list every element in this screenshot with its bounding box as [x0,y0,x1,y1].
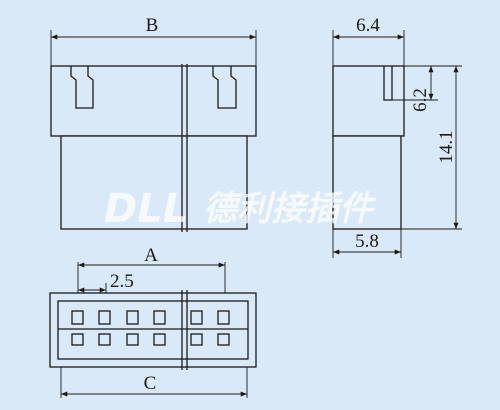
side-view: 6.4 6.2 14.1 5.8 [332,15,462,258]
pin-cavity [71,333,84,346]
side-upper-housing [332,65,405,137]
pin-cavity [98,310,111,325]
watermark-latin: DLL [104,186,188,232]
latch-slot-right [212,66,237,109]
pin-cavity [153,333,166,346]
dim-label-62: 6.2 [410,88,431,112]
watermark: DLL 德利接插件 [104,186,377,232]
dim-label-b: B [146,15,159,36]
pin-cavity [190,333,203,346]
front-upper-housing [50,65,257,137]
pin-cavity [190,310,203,325]
pin-cavity [153,310,166,325]
bottom-housing-outline [49,292,257,368]
front-view: B [50,15,257,232]
bottom-view: A 2.5 [49,245,257,398]
dim-label-141: 14.1 [436,130,457,163]
pin-cavity [126,310,139,325]
side-latch-slot [383,66,393,101]
pin-cavities-bottom [71,333,230,346]
pin-cavities-top [71,310,230,325]
latch-slot-left [70,66,94,109]
dim-label-a: A [144,245,158,266]
pin-cavity [98,333,111,346]
dim-label-64: 6.4 [356,15,380,36]
watermark-cjk: 德利接插件 [203,189,377,229]
front-lower-housing [60,135,248,230]
pin-cavity [71,310,84,325]
side-lower-housing [332,135,402,230]
dim-label-pitch: 2.5 [110,271,134,292]
bottom-housing-inner [57,300,249,360]
pin-cavity [217,310,230,325]
dim-label-58: 5.8 [355,231,379,252]
pin-cavity [126,333,139,346]
pin-cavity [217,333,230,346]
dim-label-c: C [144,373,157,394]
